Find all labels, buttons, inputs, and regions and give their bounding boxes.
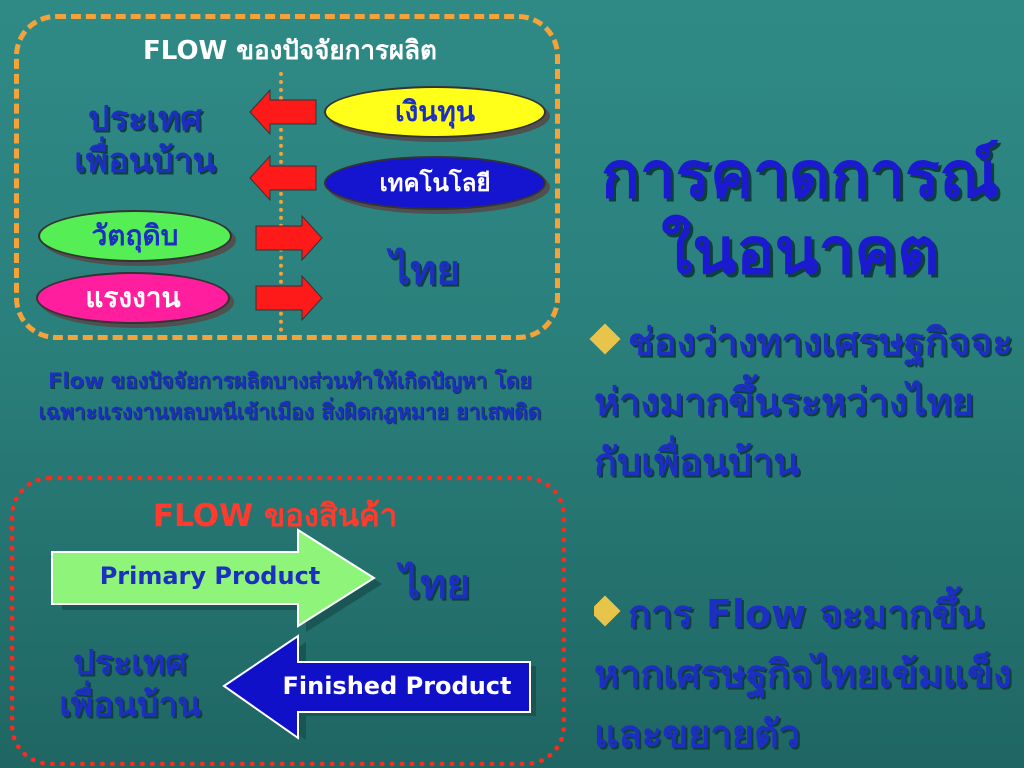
primary-product-arrow — [51, 528, 382, 632]
thailand-label: ไทย — [390, 248, 460, 294]
factor-flow-box — [14, 14, 560, 340]
capital-ellipse: เงินทุน — [324, 86, 546, 138]
primary-product-label: Primary Product — [99, 562, 321, 590]
arrow-left-capital — [249, 88, 317, 136]
forecast-bullet-1: ช่องว่างทางเศรษฐกิจจะห่างมากขึ้นระหว่างไ… — [589, 312, 1014, 492]
factor-flow-note: Flow ของปัจจัยการผลิตบางส่วนทำให้เกิดปัญ… — [38, 369, 542, 424]
forecast-bullet-2: การ Flow จะมากขึ้นหากเศรษฐกิจไทยเข้มแข็ง… — [594, 584, 1014, 768]
labor-ellipse: แรงงาน — [36, 272, 230, 324]
labor-label: แรงงาน — [85, 281, 181, 314]
capital-label: เงินทุน — [395, 95, 475, 128]
technology-ellipse: เทคโนโลยี — [324, 156, 546, 210]
goods-neighbour-label: ประเทศ เพื่อนบ้าน — [59, 643, 201, 725]
goods-flow-title: FLOW ของสินค้า — [152, 498, 398, 534]
border-line — [279, 72, 283, 332]
goods-thailand-label: ไทย — [400, 562, 470, 608]
forecast-bullet-2-text: การ Flow จะมากขึ้นหากเศรษฐกิจไทยเข้มแข็ง… — [594, 592, 1012, 756]
arrow-left-technology — [249, 154, 317, 202]
arrow-right-raw-material — [255, 214, 323, 262]
finished-product-label: Finished Product — [282, 672, 512, 700]
raw-material-ellipse: วัตถุดิบ — [38, 210, 232, 262]
diamond-bullet-icon — [594, 594, 621, 627]
diamond-bullet-icon — [589, 322, 621, 355]
factor-flow-title: FLOW ของปัจจัยการผลิต — [143, 36, 437, 66]
neighbour-country-label: ประเทศ เพื่อนบ้าน — [74, 99, 216, 181]
finished-product-arrow — [222, 634, 536, 740]
forecast-bullet-1-text: ช่องว่างทางเศรษฐกิจจะห่างมากขึ้นระหว่างไ… — [594, 320, 1013, 484]
raw-material-label: วัตถุดิบ — [91, 219, 179, 252]
goods-flow-box — [10, 476, 566, 766]
technology-label: เทคโนโลยี — [379, 169, 491, 197]
arrow-right-labor — [255, 274, 323, 322]
forecast-title: การคาดการณ์ ในอนาคต — [601, 139, 999, 289]
